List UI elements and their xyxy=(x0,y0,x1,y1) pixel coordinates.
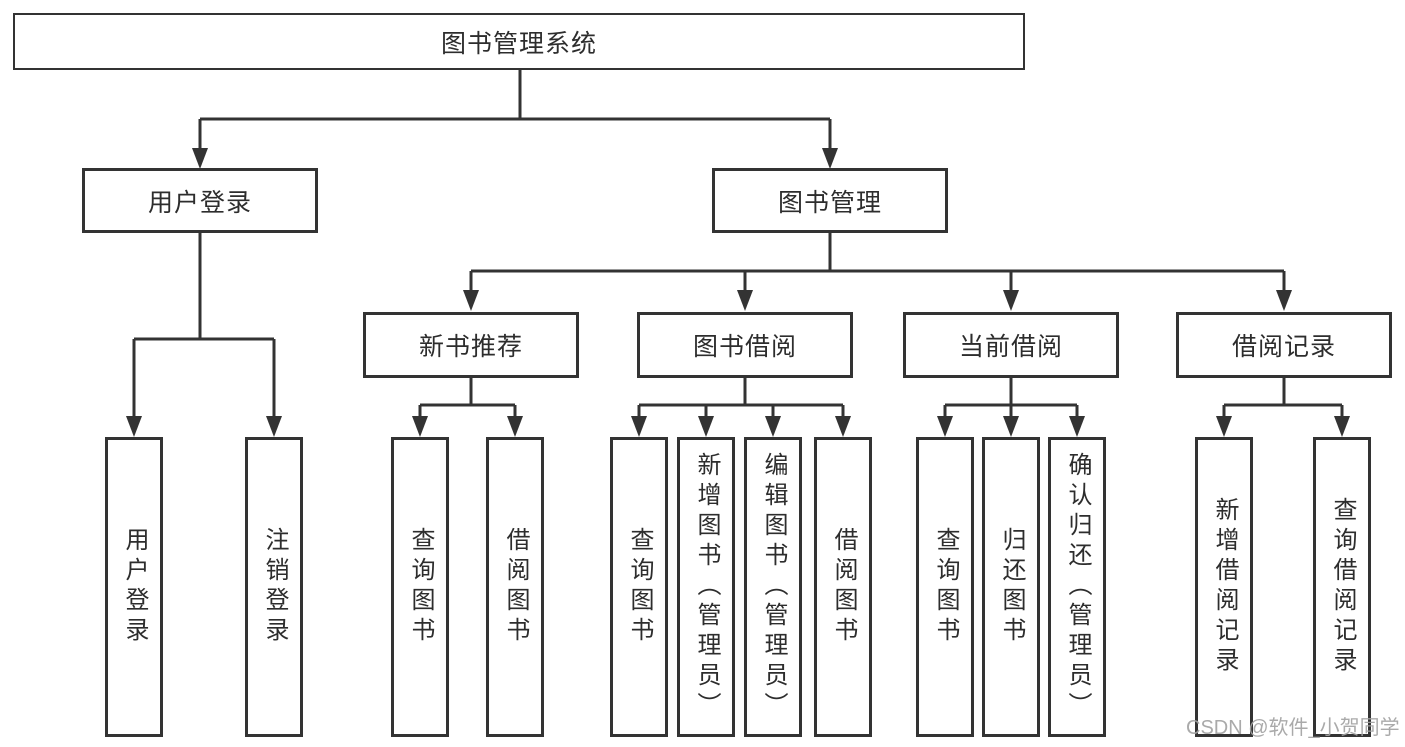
leaf-borrow-books-recommend: 借阅图书 xyxy=(486,437,544,737)
leaf-return-book: 归还图书 xyxy=(982,437,1040,737)
connector-line xyxy=(132,68,1344,419)
leaf-edit-book-admin: 编辑图书（管理员） xyxy=(744,437,802,737)
node-new-book-recommend: 新书推荐 xyxy=(363,312,579,378)
leaf-add-borrow-record: 新增借阅记录 xyxy=(1195,437,1253,737)
arrow-down-icon xyxy=(266,416,282,437)
arrowheads xyxy=(126,148,1350,437)
arrow-down-icon xyxy=(937,416,953,437)
arrow-down-icon xyxy=(1069,416,1085,437)
node-current-borrow: 当前借阅 xyxy=(903,312,1119,378)
watermark: CSDN @软件_小贺同学 xyxy=(1186,717,1400,739)
leaf-query-books-current: 查询图书 xyxy=(916,437,974,737)
node-book-borrow: 图书借阅 xyxy=(637,312,853,378)
arrow-down-icon xyxy=(463,290,479,311)
arrow-down-icon xyxy=(835,416,851,437)
leaf-borrow-books: 借阅图书 xyxy=(814,437,872,737)
arrow-down-icon xyxy=(1003,416,1019,437)
arrow-down-icon xyxy=(126,416,142,437)
leaf-query-borrow-record: 查询借阅记录 xyxy=(1313,437,1371,737)
arrow-down-icon xyxy=(765,416,781,437)
node-library-system: 图书管理系统 xyxy=(13,13,1025,70)
arrow-down-icon xyxy=(412,416,428,437)
leaf-confirm-return-admin: 确认归还（管理员） xyxy=(1048,437,1106,737)
leaf-logout: 注销登录 xyxy=(245,437,303,737)
node-user-login: 用户登录 xyxy=(82,168,318,233)
node-borrow-records: 借阅记录 xyxy=(1176,312,1392,378)
arrow-down-icon xyxy=(1216,416,1232,437)
arrow-down-icon xyxy=(192,148,208,169)
arrow-down-icon xyxy=(698,416,714,437)
leaf-query-books-recommend: 查询图书 xyxy=(391,437,449,737)
leaf-query-books-borrow: 查询图书 xyxy=(610,437,668,737)
arrow-down-icon xyxy=(631,416,647,437)
leaf-add-book-admin: 新增图书（管理员） xyxy=(677,437,735,737)
arrow-down-icon xyxy=(822,148,838,169)
arrow-down-icon xyxy=(737,290,753,311)
node-book-management: 图书管理 xyxy=(712,168,948,233)
arrow-down-icon xyxy=(1334,416,1350,437)
arrow-down-icon xyxy=(1003,290,1019,311)
arrow-down-icon xyxy=(507,416,523,437)
arrow-down-icon xyxy=(1276,290,1292,311)
leaf-user-login: 用户登录 xyxy=(105,437,163,737)
